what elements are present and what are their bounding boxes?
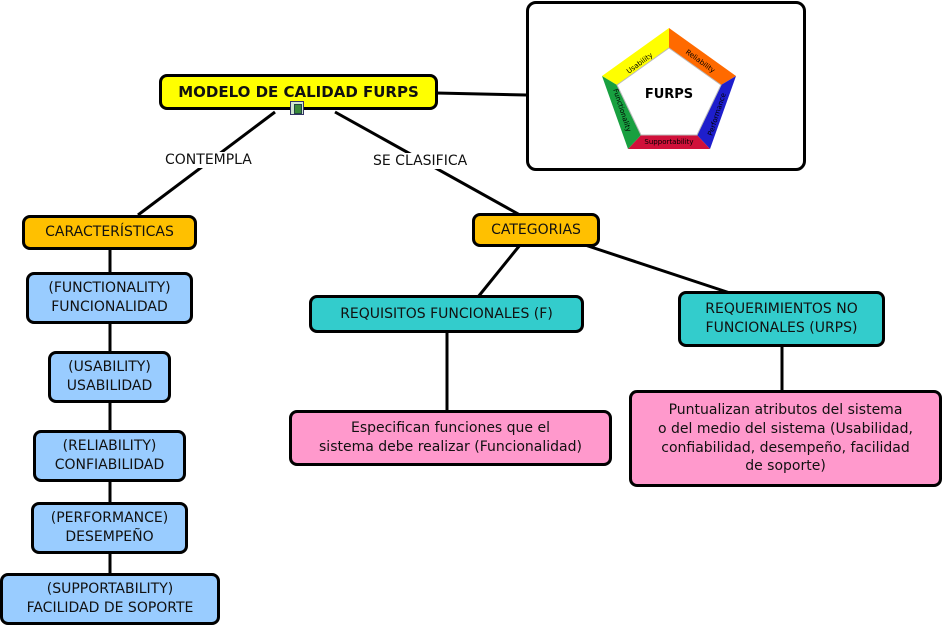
functionality-segment <box>602 76 641 149</box>
supportability-node[interactable]: (SUPPORTABILITY) FACILIDAD DE SOPORTE <box>0 573 220 625</box>
link-label-contempla: CONTEMPLA <box>163 152 254 168</box>
functional-requirements-node[interactable]: REQUISITOS FUNCIONALES (F) <box>309 295 584 333</box>
reliability-node[interactable]: (RELIABILITY) CONFIABILIDAD <box>33 430 186 482</box>
supportability-seg-label: Supportability <box>644 138 693 146</box>
usability-segment <box>602 28 669 85</box>
link-label-se-clasifica: SE CLASIFICA <box>371 153 470 169</box>
reliability-segment <box>669 28 736 85</box>
performance-node[interactable]: (PERFORMANCE) DESEMPEÑO <box>31 502 188 554</box>
caracteristicas-node[interactable]: CARACTERÍSTICAS <box>22 215 197 250</box>
usability-node[interactable]: (USABILITY) USABILIDAD <box>48 351 171 403</box>
performance-segment <box>697 76 736 149</box>
functional-description-node[interactable]: Especifican funciones que el sistema deb… <box>289 410 612 466</box>
film-icon[interactable] <box>290 101 304 115</box>
categorias-node[interactable]: CATEGORIAS <box>472 213 600 247</box>
supportability-segment <box>628 135 710 149</box>
furps-image-frame[interactable]: FURPS Usability Reliability Performance … <box>526 1 806 171</box>
functionality-node[interactable]: (FUNCTIONALITY) FUNCIONALIDAD <box>26 272 193 324</box>
furps-center-label: FURPS <box>645 87 693 102</box>
nonfunctional-requirements-node[interactable]: REQUERIMIENTOS NO FUNCIONALES (URPS) <box>678 291 885 347</box>
furps-pentagon-image: FURPS Usability Reliability Performance … <box>602 28 736 149</box>
nonfunctional-description-node[interactable]: Puntualizan atributos del sistema o del … <box>629 390 942 487</box>
